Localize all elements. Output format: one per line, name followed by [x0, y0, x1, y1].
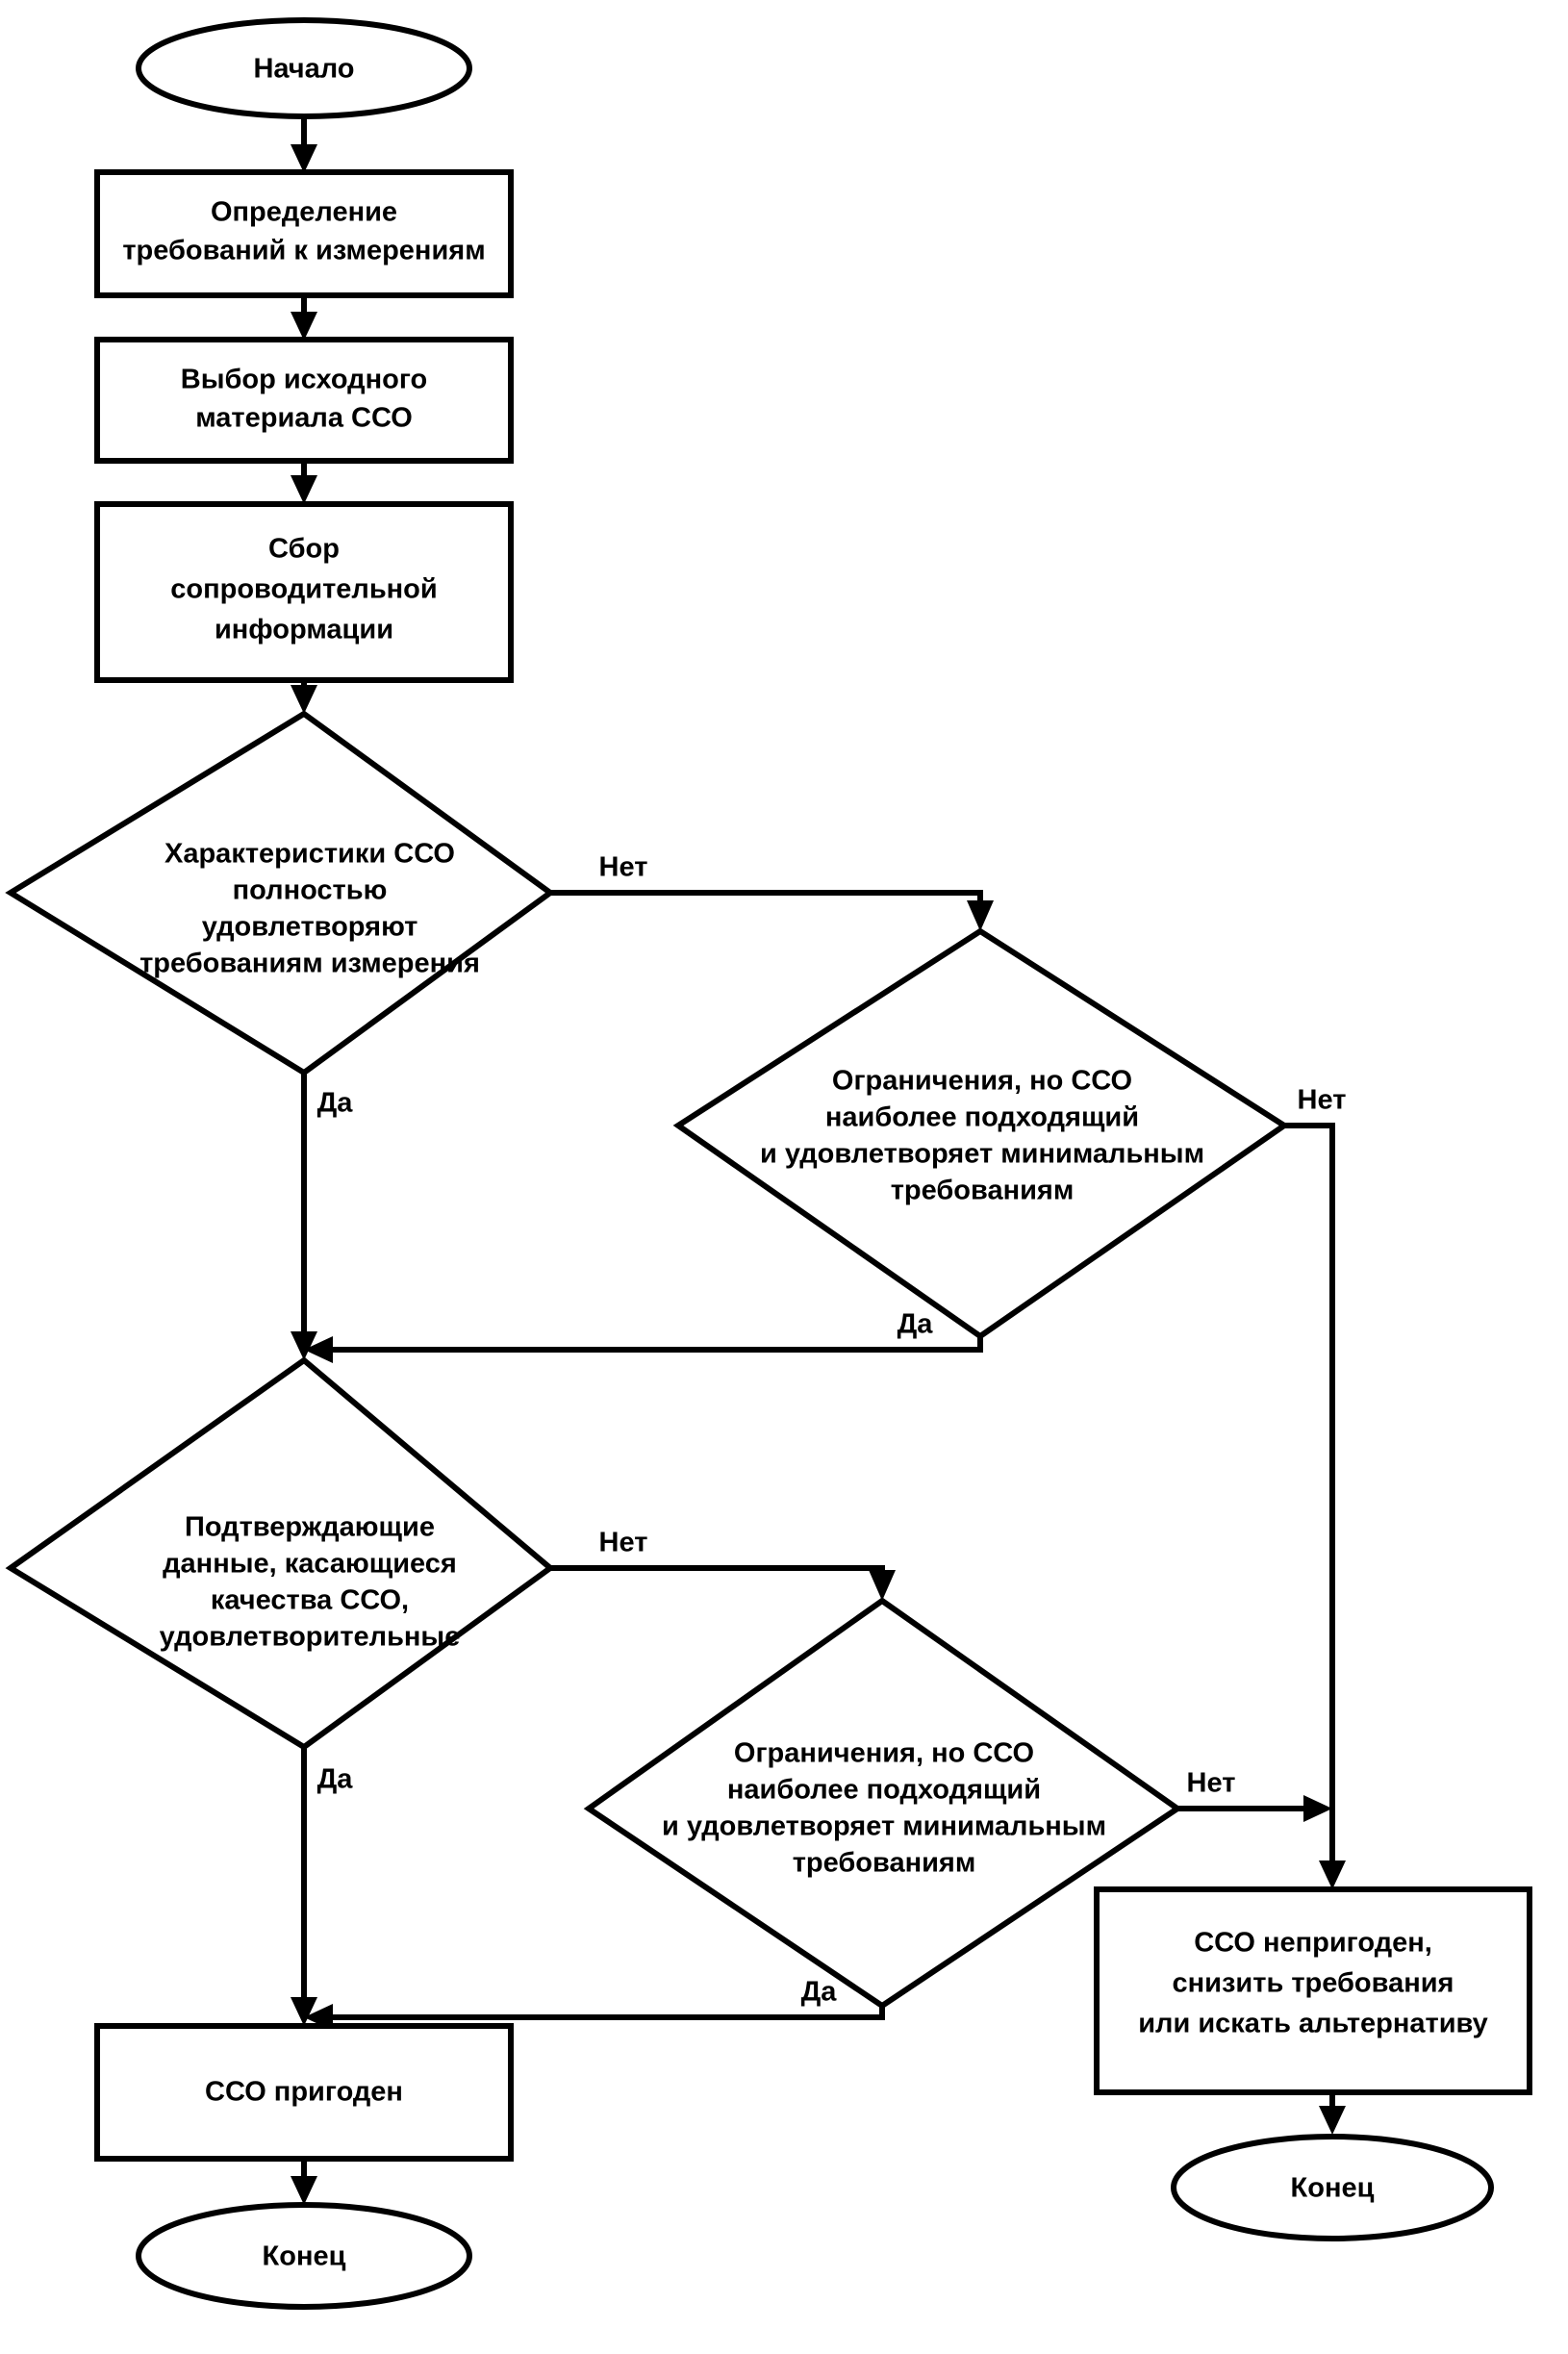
edge-label-characteristics-no: Нет [599, 852, 648, 883]
edge-label-limitations-upper-yes: Да [898, 1309, 934, 1340]
node-result-unsuitable-line1: ССО непригоден, [1194, 1928, 1432, 1959]
node-decision-characteristics-line3: удовлетворяют [202, 912, 418, 943]
node-decision-limitations-upper-line2: наиболее подходящий [825, 1102, 1139, 1133]
node-decision-confirming-data-line4: удовлетворительные [160, 1622, 461, 1653]
edge-suitable-to-end [291, 2159, 317, 2205]
edge-material-to-collect [291, 460, 317, 504]
edge-decision3-yes [291, 1747, 317, 2026]
node-collect-information[interactable]: Сбор сопроводительной информации [94, 501, 514, 683]
edge-label-limitations-upper-no: Нет [1298, 1085, 1347, 1116]
edge-label-confirming-no: Нет [599, 1528, 648, 1558]
edge-label-confirming-yes: Да [317, 1764, 354, 1795]
edge-label-characteristics-yes: Да [317, 1088, 354, 1119]
node-define-requirements-line2: требований к измерениям [122, 236, 485, 266]
node-decision-characteristics-line4: требованиям измерения [139, 949, 480, 979]
node-start-label: Начало [253, 54, 354, 85]
node-decision-limitations-upper[interactable]: Ограничения, но ССО наиболее подходящий … [672, 927, 1290, 1340]
node-decision-limitations-upper-line3: и удовлетворяет минимальным [760, 1139, 1204, 1170]
node-end-left-label: Конец [263, 2241, 346, 2272]
node-decision-confirming-data-line2: данные, касающиеся [163, 1549, 457, 1580]
node-decision-limitations-lower-line2: наиболее подходящий [727, 1775, 1041, 1806]
node-select-material-line2: материала ССО [195, 403, 413, 434]
node-decision-limitations-lower-line4: требованиям [793, 1848, 976, 1879]
node-decision-characteristics-line2: полностью [233, 875, 388, 906]
node-decision-confirming-data[interactable]: Подтверждающие данные, касающиеся качест… [5, 1356, 555, 1751]
node-define-requirements[interactable]: Определение требований к измерениям [94, 169, 514, 298]
node-decision-confirming-data-line3: качества ССО, [211, 1585, 409, 1616]
node-collect-information-line1: Сбор [268, 534, 340, 565]
edge-requirements-to-material [291, 294, 317, 341]
edge-decision4-no [1177, 1795, 1332, 1822]
edge-decision2-yes [304, 1336, 983, 1363]
edge-decision3-no [550, 1565, 896, 1601]
node-decision-limitations-upper-line1: Ограничения, но ССО [832, 1066, 1132, 1097]
edge-label-limitations-lower-yes: Да [801, 1977, 838, 2008]
node-end-right-label: Конец [1291, 2173, 1375, 2204]
edge-label-limitations-lower-no: Нет [1187, 1768, 1236, 1799]
node-select-material-line1: Выбор исходного [181, 365, 427, 395]
node-define-requirements-line1: Определение [211, 197, 397, 228]
node-select-material[interactable]: Выбор исходного материала ССО [94, 337, 514, 464]
node-result-suitable-label: ССО пригоден [205, 2077, 403, 2108]
node-result-suitable[interactable]: ССО пригоден [94, 2023, 514, 2162]
node-result-unsuitable-line2: снизить требования [1173, 1968, 1454, 1999]
node-start[interactable]: Начало [136, 17, 472, 119]
edge-decision2-no [1284, 1123, 1346, 1889]
edge-start-to-requirements [291, 115, 317, 173]
node-end-left[interactable]: Конец [136, 2202, 472, 2310]
node-decision-limitations-lower-line3: и удовлетворяет минимальным [662, 1811, 1106, 1842]
node-decision-limitations-upper-line4: требованиям [891, 1176, 1075, 1206]
node-decision-characteristics[interactable]: Характеристики ССО полностью удовлетворя… [5, 710, 556, 1076]
node-collect-information-line3: информации [215, 615, 393, 645]
node-result-unsuitable[interactable]: ССО непригоден, снизить требования или и… [1094, 1886, 1532, 2095]
node-decision-limitations-lower[interactable]: Ограничения, но ССО наиболее подходящий … [583, 1597, 1183, 2010]
node-collect-information-line2: сопроводительной [170, 574, 437, 605]
node-decision-characteristics-line1: Характеристики ССО [164, 839, 455, 870]
node-result-unsuitable-line3: или искать альтернативу [1138, 2009, 1488, 2039]
node-decision-confirming-data-line1: Подтверждающие [185, 1512, 435, 1543]
node-decision-limitations-lower-line1: Ограничения, но ССО [734, 1738, 1034, 1769]
edge-unsuitable-to-end [1319, 2092, 1346, 2135]
edge-decision1-no [550, 890, 994, 931]
edge-collect-to-decision1 [291, 679, 317, 714]
node-end-right[interactable]: Конец [1171, 2134, 1494, 2241]
edge-decision1-yes [291, 1073, 317, 1360]
